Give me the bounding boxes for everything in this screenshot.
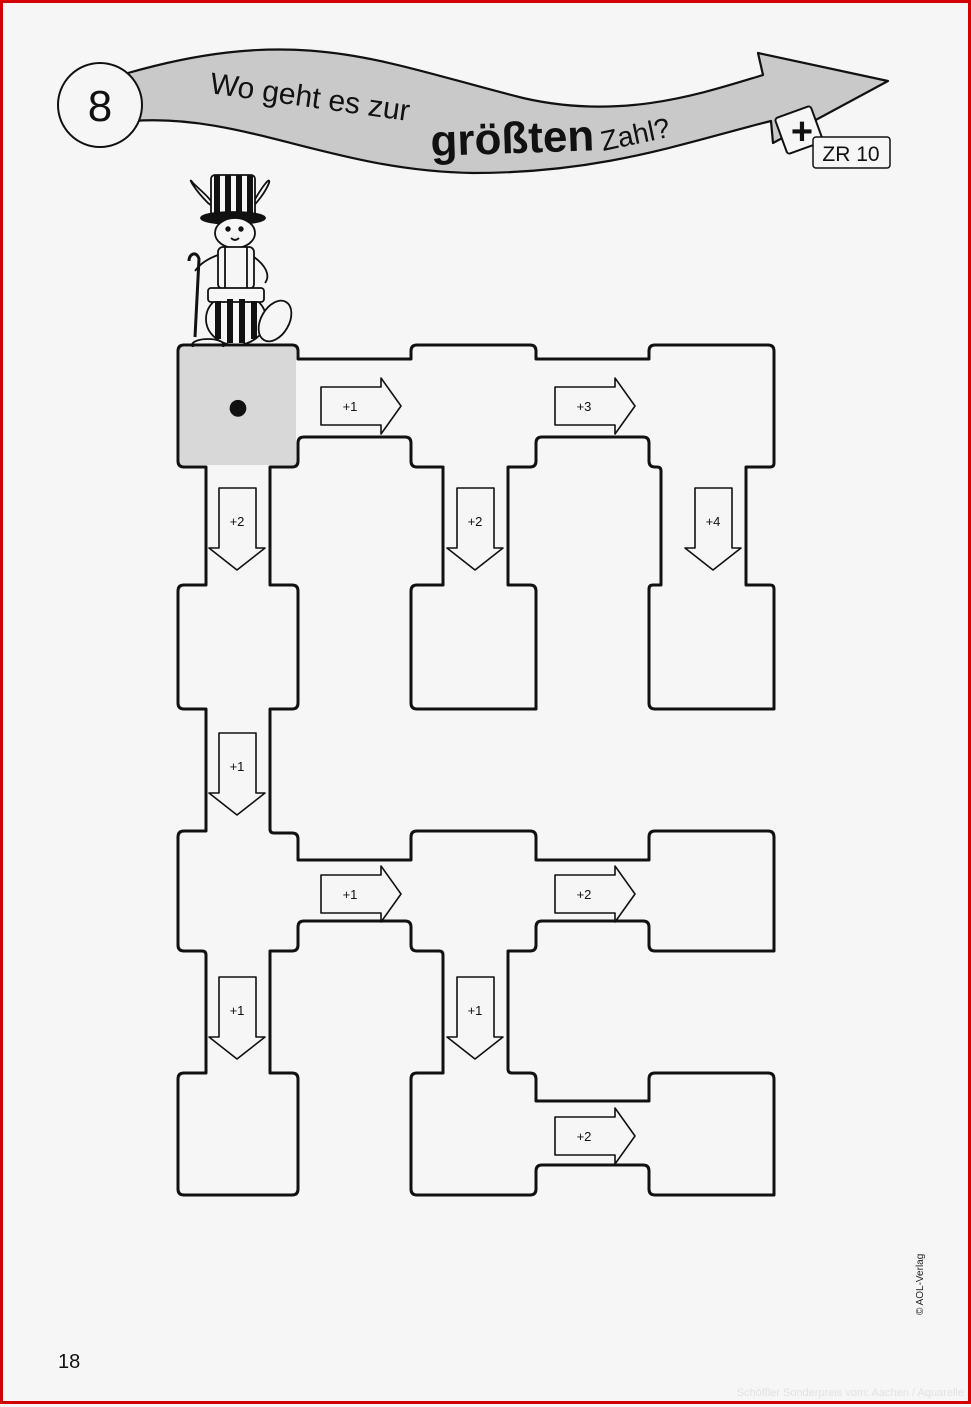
start-field[interactable] bbox=[180, 347, 296, 465]
operation-label: +2 bbox=[577, 1129, 592, 1144]
operation-arrow-right: +2 bbox=[554, 1107, 636, 1165]
operation-label: +2 bbox=[230, 514, 245, 529]
operation-arrow-down: +1 bbox=[208, 732, 266, 816]
answer-field[interactable] bbox=[181, 588, 295, 706]
operation-arrow-down: +4 bbox=[684, 487, 742, 571]
operation-arrow-down: +2 bbox=[208, 487, 266, 571]
operation-arrow-down: +1 bbox=[208, 976, 266, 1060]
answer-field[interactable] bbox=[652, 834, 771, 948]
answer-field[interactable] bbox=[181, 834, 295, 948]
number-range-badge: + ZR 10 bbox=[774, 105, 891, 169]
operation-label: +1 bbox=[468, 1003, 483, 1018]
number-range-label: ZR 10 bbox=[822, 143, 879, 166]
answer-field[interactable] bbox=[652, 348, 771, 464]
answer-field[interactable] bbox=[414, 588, 533, 706]
page-number: 18 bbox=[58, 1351, 81, 1373]
operation-arrow-right: +2 bbox=[554, 865, 636, 923]
copyright-notice: © AOL-Verlag bbox=[915, 1253, 926, 1315]
rabbit-mascot-illustration bbox=[187, 174, 293, 352]
operation-arrow-right: +1 bbox=[320, 865, 402, 923]
operation-arrow-down: +1 bbox=[446, 976, 504, 1060]
plus-icon: + bbox=[791, 111, 813, 153]
title-text-emphasis: größten bbox=[430, 111, 595, 166]
operation-arrow-right: +3 bbox=[554, 377, 636, 435]
answer-field[interactable] bbox=[414, 348, 533, 434]
operation-label: +1 bbox=[230, 1003, 245, 1018]
operation-label: +4 bbox=[706, 514, 721, 529]
answer-field[interactable] bbox=[414, 1076, 533, 1192]
task-number: 8 bbox=[88, 82, 112, 131]
operation-label: +2 bbox=[468, 514, 483, 529]
answer-field[interactable] bbox=[414, 863, 533, 918]
answer-field[interactable] bbox=[652, 1076, 771, 1192]
answer-field[interactable] bbox=[652, 588, 771, 706]
watermark-text: Schöffler Sonderpreis vom: Aachen / Aqua… bbox=[736, 1387, 964, 1399]
title-banner: Wo geht es zur größten Zahl? bbox=[126, 48, 890, 175]
operation-label: +2 bbox=[577, 887, 592, 902]
operation-label: +3 bbox=[577, 399, 592, 414]
worksheet-canvas: Wo geht es zur größten Zahl? 8 + ZR 10 bbox=[57, 48, 891, 1197]
operation-arrow-down: +2 bbox=[446, 487, 504, 571]
task-number-circle: 8 bbox=[57, 62, 143, 148]
start-marker-dot: ● bbox=[228, 395, 247, 420]
operation-label: +1 bbox=[230, 759, 245, 774]
answer-field[interactable] bbox=[181, 1076, 295, 1192]
operation-arrow-right: +1 bbox=[320, 377, 402, 435]
maze-outline bbox=[176, 343, 776, 1197]
operation-label: +1 bbox=[343, 399, 358, 414]
operation-label: +1 bbox=[343, 887, 358, 902]
